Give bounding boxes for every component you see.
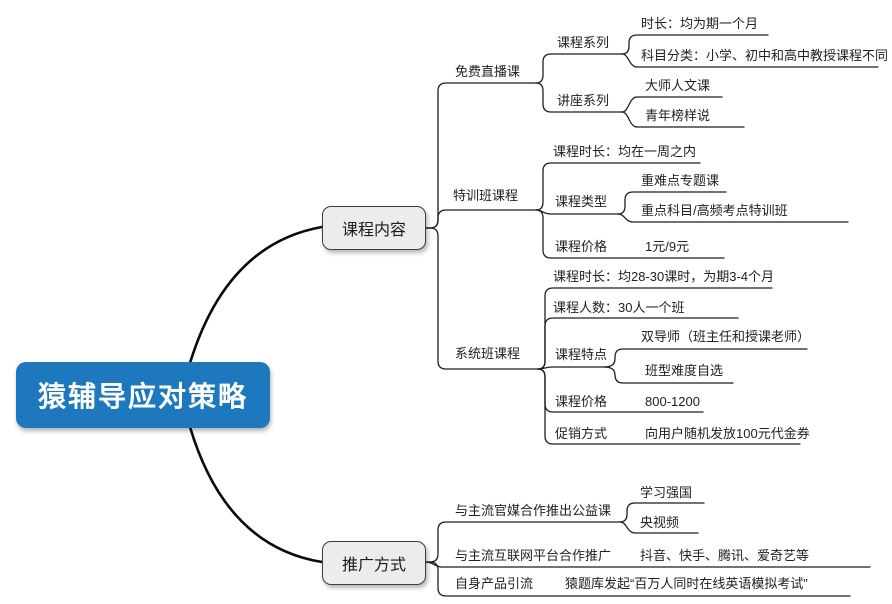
edge-st-types	[535, 209, 619, 215]
node-master-humanities[interactable]: 大师人文课	[645, 78, 711, 93]
node-sys-price-label[interactable]: 课程价格	[555, 394, 608, 409]
edge-course-special-training	[424, 209, 537, 229]
edge-sys-promo	[537, 368, 801, 445]
node-own-product-value[interactable]: 猿题库发起“百万人同时在线英语模拟考试”	[565, 576, 808, 591]
edge-types-key-subjects	[617, 213, 849, 223]
node-yangshipin[interactable]: 央视频	[640, 515, 680, 530]
node-lecture-series[interactable]: 讲座系列	[557, 93, 610, 108]
edge-st-price	[535, 209, 725, 259]
node-internet-platform-coop[interactable]: 与主流互联网平台合作推广	[455, 548, 612, 563]
edge-sys-features	[537, 366, 605, 370]
edge-promo-own-products	[424, 561, 851, 597]
node-st-price-label[interactable]: 课程价格	[555, 239, 608, 254]
node-course-series[interactable]: 课程系列	[557, 35, 610, 50]
node-sales-promo-value[interactable]: 向用户随机发放100元代金券	[645, 426, 810, 441]
node-key-subject-class[interactable]: 重点科目/高频考点特训班	[641, 203, 788, 218]
edge-series-duration	[621, 34, 769, 55]
node-series-subjects[interactable]: 科目分类：小学、初中和高中教授课程不同	[641, 48, 889, 63]
node-key-topic-course[interactable]: 重难点专题课	[641, 173, 720, 188]
node-series-duration[interactable]: 时长：均为期一个月	[641, 16, 759, 31]
edge-features-dual-tutors	[603, 348, 808, 368]
edge-promo-official-media	[424, 521, 621, 563]
edge-features-difficulty	[603, 366, 734, 384]
edge-types-key-topics	[617, 191, 727, 215]
edge-root-promotion	[188, 425, 324, 564]
node-sys-duration[interactable]: 课程时长：均28-30课时，为期3-4个月	[553, 269, 775, 284]
node-official-media-coop[interactable]: 与主流官媒合作推出公益课	[455, 503, 612, 518]
node-systematic-course[interactable]: 系统班课程	[455, 346, 521, 361]
node-difficulty-choice[interactable]: 班型难度自选	[645, 363, 724, 378]
edge-course-free-live	[424, 82, 537, 229]
node-st-price-value[interactable]: 1元/9元	[645, 239, 690, 254]
node-sys-class-size[interactable]: 课程人数：30人一个班	[553, 300, 685, 315]
edge-freelive-lecture-series	[535, 82, 623, 113]
node-sys-price-value[interactable]: 800-1200	[645, 394, 700, 409]
node-dual-tutors[interactable]: 双导师（班主任和授课老师）	[641, 329, 811, 344]
edge-lecture-master	[621, 96, 723, 113]
edge-media-xuexi	[619, 502, 705, 523]
branch-course-content[interactable]: 课程内容	[322, 206, 426, 250]
node-xuexi-qiangguo[interactable]: 学习强国	[640, 485, 693, 500]
node-course-types[interactable]: 课程类型	[555, 194, 608, 209]
edge-lecture-youth	[621, 111, 745, 128]
node-st-duration[interactable]: 课程时长：均在一周之内	[553, 144, 697, 159]
root-node[interactable]: 猿辅导应对策略	[16, 362, 270, 428]
edge-root-course	[188, 225, 324, 365]
edge-freelive-course-series	[535, 53, 623, 84]
node-free-live-course[interactable]: 免费直播课	[455, 64, 521, 79]
node-internet-platform-value[interactable]: 抖音、快手、腾讯、爱奇艺等	[640, 548, 810, 563]
branch-promotion[interactable]: 推广方式	[322, 541, 426, 585]
node-youth-role-model[interactable]: 青年榜样说	[645, 108, 711, 123]
edge-st-duration	[535, 162, 701, 211]
node-own-product-funnel[interactable]: 自身产品引流	[455, 576, 534, 591]
node-sales-promo-label[interactable]: 促销方式	[555, 426, 608, 441]
edge-series-subjects	[621, 53, 879, 68]
edge-course-systematic	[424, 227, 539, 370]
node-special-training[interactable]: 特训班课程	[453, 188, 519, 203]
node-course-features[interactable]: 课程特点	[555, 347, 608, 362]
edge-media-yangshipin	[619, 521, 699, 534]
